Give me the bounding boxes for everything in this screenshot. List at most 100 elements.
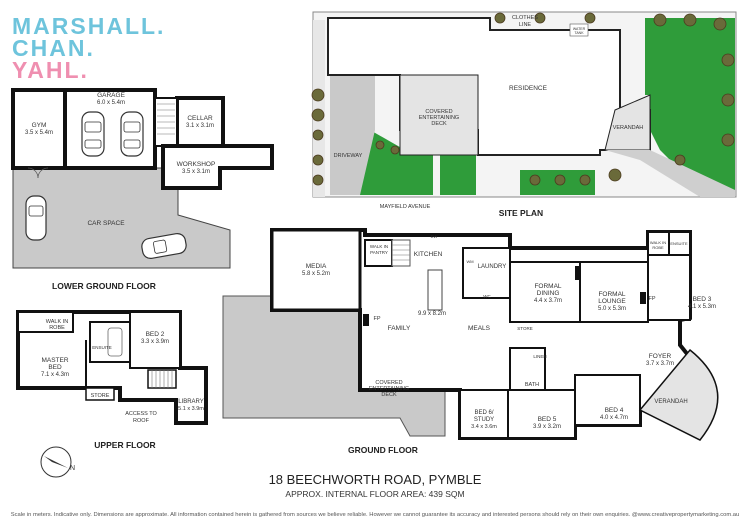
bed3-dimension: 4.1 x 5.3m — [688, 304, 716, 310]
ground-covered-label: COVERED — [375, 380, 402, 386]
compass-north-label: N — [70, 465, 75, 472]
media-dimension: 5.8 x 5.2m — [302, 271, 330, 277]
bed5-dimension: 3.9 x 3.2m — [533, 424, 561, 430]
site-residence-label: RESIDENCE — [509, 85, 548, 92]
brand-line-3: YAHL. — [12, 57, 89, 83]
gym-room — [11, 88, 67, 170]
bed6-label: BED 6/ — [474, 410, 493, 416]
media-label: MEDIA — [306, 263, 327, 270]
library-dimension: 5.1 x 3.9m — [178, 406, 204, 412]
upper-floor-title: UPPER FLOOR — [94, 440, 155, 450]
linen-label: LINEN — [533, 354, 546, 359]
workshop-room — [161, 144, 274, 190]
upper-walkin-label: WALK IN — [46, 319, 68, 325]
site-trees — [311, 12, 735, 186]
wc-label: WC — [483, 294, 491, 299]
property-address: 18 BEECHWORTH ROAD, PYMBLE — [269, 472, 482, 487]
family-label: FAMILY — [388, 325, 411, 332]
upper-ensuite-label: ENSUITE — [92, 345, 112, 350]
ground-ensuite-label: ENSUITE — [670, 241, 688, 246]
ground-verandah-label: VERANDAH — [654, 399, 687, 405]
site-covered-label: COVERED — [425, 109, 452, 115]
ground-floor-plan: MEDIA 5.8 x 5.2m WALK IN PANTRY KITCHEN … — [222, 228, 719, 455]
formal-lounge-label: FORMAL — [598, 291, 625, 298]
site-clothes-label: CLOTHES — [512, 15, 538, 21]
wm-label: WM — [466, 259, 473, 264]
upper-robe-label: ROBE — [49, 325, 65, 331]
gym-dimension: 3.5 x 5.4m — [25, 130, 53, 136]
formal-dining-label: FORMAL — [534, 283, 561, 290]
bed2-label: BED 2 — [146, 331, 165, 338]
carspace-car-2 — [141, 232, 187, 260]
lower-ground-floor-plan: GYM 3.5 x 5.4m GARAGE 6.0 x 5.4m CELLAR … — [11, 88, 274, 291]
car-space-label: CAR SPACE — [87, 220, 125, 227]
upper-store-label: STORE — [91, 393, 110, 399]
ground-store-label: STORE — [517, 326, 532, 331]
family-fp-label: FP — [373, 316, 380, 322]
dw-label: DW — [431, 234, 438, 239]
walkin-robe-label-1: WALK IN — [650, 240, 666, 245]
lounge-fp-label: FP — [648, 296, 655, 302]
garage-car-1 — [81, 111, 105, 157]
kitchen-island — [427, 269, 443, 311]
workshop-label: WORKSHOP — [177, 161, 216, 168]
bed3-label: BED 3 — [693, 296, 712, 303]
bed4-label: BED 4 — [605, 407, 624, 414]
garage-car-2 — [120, 111, 144, 157]
access-label: ACCESS TO — [125, 411, 157, 417]
water-tank-label-1: WATER — [573, 27, 586, 31]
disclaimer: Scale in meters. Indicative only. Dimens… — [11, 512, 740, 518]
site-verandah-label: VERANDAH — [613, 125, 644, 131]
brand-logo: MARSHALL. CHAN. YAHL. — [12, 13, 165, 83]
dining-label: DINING — [537, 290, 560, 297]
lounge-label: LOUNGE — [598, 298, 626, 305]
study-label: STUDY — [474, 417, 494, 423]
lower-stair-treads — [157, 103, 175, 135]
cellar-room — [175, 96, 225, 148]
ground-deck-label: DECK — [381, 392, 397, 398]
master-dimension: 7.1 x 4.3m — [41, 372, 69, 378]
site-plan: CLOTHES LINE WATER TANK RESIDENCE COVERE… — [311, 11, 737, 218]
laundry-label: LAUNDRY — [478, 264, 507, 270]
pantry-label: PANTRY — [370, 250, 388, 255]
site-plan-title: SITE PLAN — [499, 208, 543, 218]
dining-dimension: 4.4 x 3.7m — [534, 298, 562, 304]
gym-label: GYM — [32, 122, 47, 129]
cellar-label: CELLAR — [187, 115, 213, 122]
ground-floor-title: GROUND FLOOR — [348, 445, 418, 455]
foyer-dimension: 3.7 x 3.7m — [646, 361, 674, 367]
bed2-dimension: 3.3 x 3.9m — [141, 339, 169, 345]
kitchen-label: KITCHEN — [414, 251, 443, 258]
lounge-dimension: 5.0 x 5.3m — [598, 306, 626, 312]
brand-line-1: MARSHALL. — [12, 13, 165, 39]
meals-label: MEALS — [468, 325, 491, 332]
site-street-label: MAYFIELD AVENUE — [380, 204, 431, 210]
lower-ground-floor-title: LOWER GROUND FLOOR — [52, 281, 156, 291]
cellar-dimension: 3.1 x 3.1m — [186, 123, 214, 129]
library-label: LIBRARY — [178, 399, 204, 405]
pantry-walkin-label: WALK IN — [370, 244, 388, 249]
media-room — [270, 228, 362, 312]
living-dimension: 9.9 x 8.2m — [418, 311, 446, 317]
compass-icon: N — [40, 446, 75, 478]
garage-label: GARAGE — [97, 92, 125, 99]
master-bed-label: BED — [48, 364, 62, 371]
bed6-dimension: 3.4 x 3.6m — [471, 424, 497, 430]
site-deck-label: DECK — [431, 121, 447, 127]
upper-floor-plan: WALK IN ROBE ENSUITE BED 2 3.3 x 3.9m MA… — [16, 310, 208, 450]
site-entertaining-label: ENTERTAINING — [419, 115, 459, 121]
ground-verandah-arc — [638, 348, 719, 441]
bath-label: BATH — [525, 382, 539, 388]
garage-dimension: 6.0 x 5.4m — [97, 100, 125, 106]
floor-area: APPROX. INTERNAL FLOOR AREA: 439 SQM — [285, 489, 464, 499]
ground-entertaining-label: ENTERTAINING — [369, 386, 409, 392]
bed5-label: BED 5 — [538, 416, 557, 423]
walkin-robe-label-2: ROBE — [652, 245, 664, 250]
site-line-label: LINE — [519, 22, 532, 28]
roof-label: ROOF — [133, 418, 150, 424]
site-driveway-label: DRIVEWAY — [334, 153, 363, 159]
workshop-dimension: 3.5 x 3.1m — [182, 169, 210, 175]
water-tank-label-2: TANK — [574, 31, 584, 35]
